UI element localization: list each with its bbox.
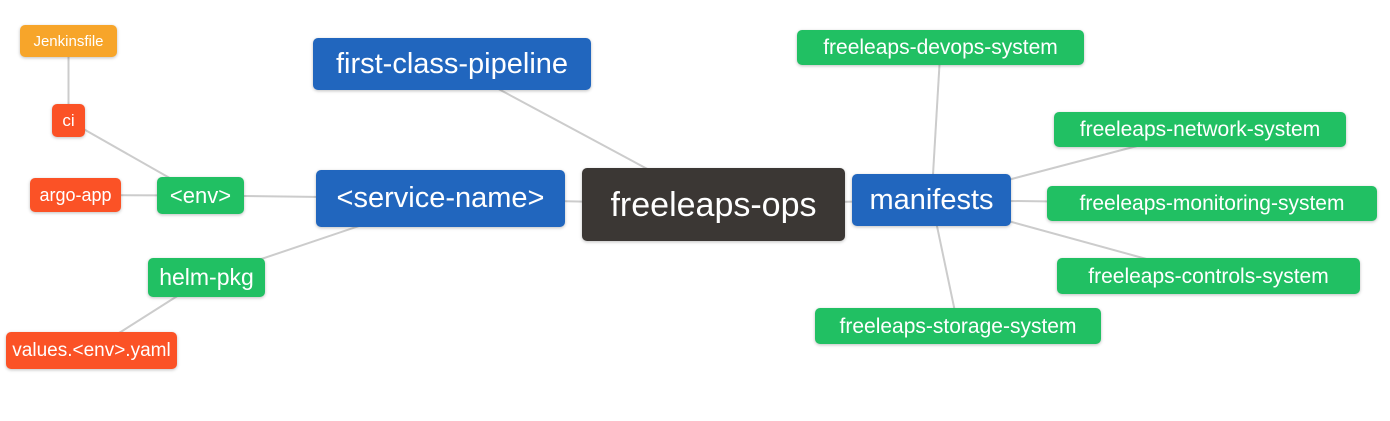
node-manifests[interactable]: manifests: [852, 174, 1011, 226]
node-jenkinsfile[interactable]: Jenkinsfile: [20, 25, 117, 57]
node-freeleaps-monitoring-system[interactable]: freeleaps-monitoring-system: [1047, 186, 1377, 221]
node-argo-app[interactable]: argo-app: [30, 178, 121, 212]
node-values-env-yaml[interactable]: values.<env>.yaml: [6, 332, 177, 369]
node-helm-pkg[interactable]: helm-pkg: [148, 258, 265, 297]
node-first-class-pipeline[interactable]: first-class-pipeline: [313, 38, 591, 90]
node-service-name[interactable]: <service-name>: [316, 170, 565, 227]
node-freeleaps-devops-system[interactable]: freeleaps-devops-system: [797, 30, 1084, 65]
node-freeleaps-network-system[interactable]: freeleaps-network-system: [1054, 112, 1346, 147]
node-freeleaps-controls-system[interactable]: freeleaps-controls-system: [1057, 258, 1360, 294]
node-env[interactable]: <env>: [157, 177, 244, 214]
node-freeleaps-storage-system[interactable]: freeleaps-storage-system: [815, 308, 1101, 344]
node-freeleaps-ops[interactable]: freeleaps-ops: [582, 168, 845, 241]
node-ci[interactable]: ci: [52, 104, 85, 137]
